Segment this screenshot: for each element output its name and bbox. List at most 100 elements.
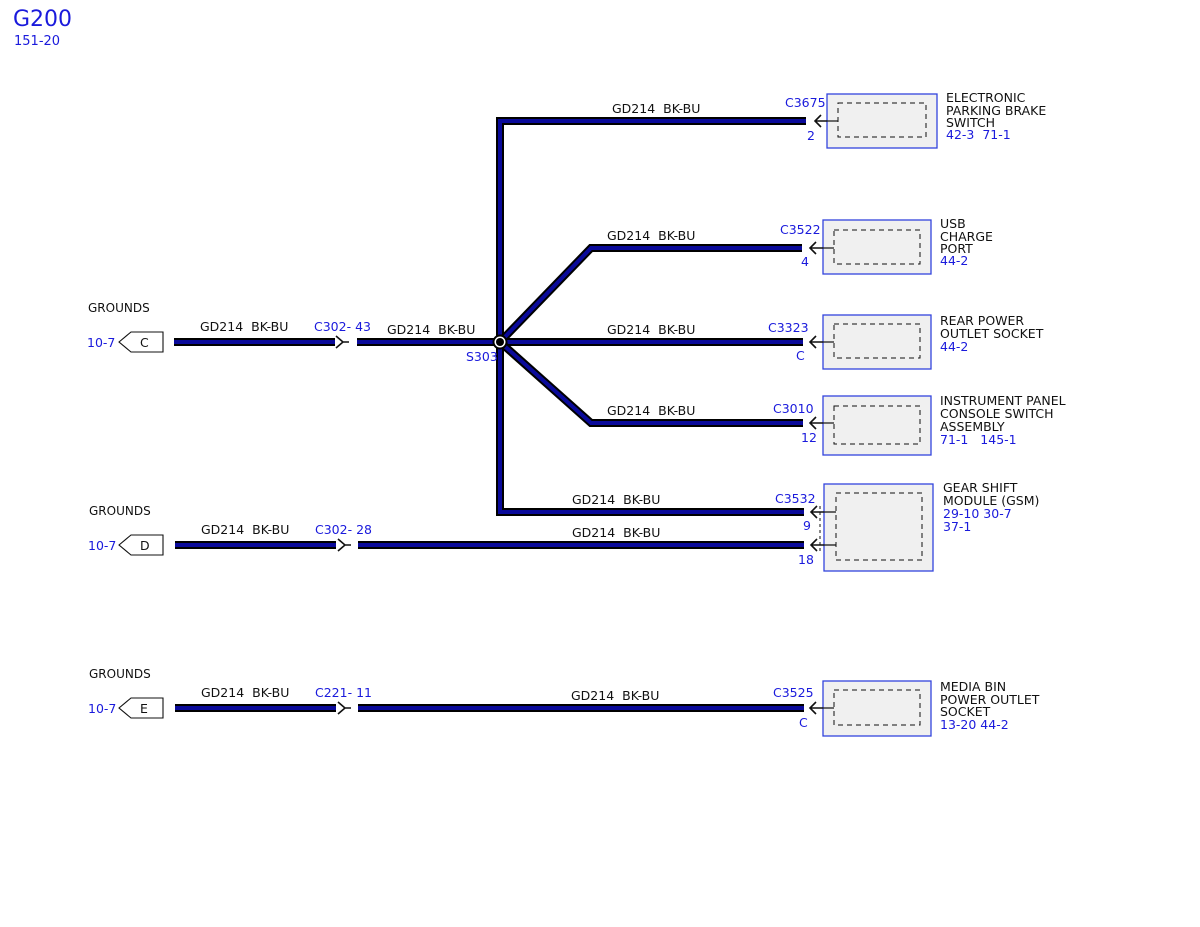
- pin-connector-icon: [808, 416, 823, 430]
- diagram-subtitle: 151-20: [14, 34, 60, 49]
- gsm-pin18-wire-label: GD214 BK-BU: [572, 525, 660, 540]
- gsm-name-line-1: GEAR SHIFT: [943, 480, 1018, 495]
- ipc-wire-label: GD214 BK-BU: [607, 403, 695, 418]
- ground-d-connector[interactable]: C302- 28: [315, 522, 372, 537]
- ipc-pin: 12: [801, 430, 817, 445]
- ground-c-label: GROUNDS: [88, 301, 150, 315]
- component-inner-outline: [833, 229, 921, 265]
- media-name-line-3: SOCKET: [940, 704, 991, 719]
- usb-name-line-1: USB: [940, 216, 966, 231]
- component-inner-outline: [833, 405, 921, 445]
- ground-e-letter: E: [140, 701, 148, 716]
- component-box[interactable]: [822, 680, 932, 737]
- rear-connector[interactable]: C3323: [768, 320, 809, 335]
- usb-wire-label: GD214 BK-BU: [607, 228, 695, 243]
- media-name-line-1: MEDIA BIN: [940, 679, 1006, 694]
- pin-stub: [824, 511, 836, 546]
- ipc-name-line-1: INSTRUMENT PANEL: [940, 393, 1066, 408]
- ground-e-flag: [118, 697, 164, 719]
- epb-name-line-1: ELECTRONIC: [946, 90, 1026, 105]
- component-gear-shift-module[interactable]: C3532 9 18 GEAR SHIFT MODULE (GSM) 29-10…: [775, 480, 1039, 572]
- pin-connector-icon: [813, 114, 827, 128]
- component-box[interactable]: [823, 483, 934, 572]
- inline-connector-icon: [337, 701, 351, 715]
- gsm-pin-18: 18: [798, 552, 814, 567]
- component-inner-outline: [833, 689, 921, 726]
- rear-wire-label: GD214 BK-BU: [607, 322, 695, 337]
- ground-d-letter: D: [140, 538, 150, 553]
- splice-name[interactable]: S303: [466, 349, 498, 364]
- splice-branches: S303 GD214 BK-BU GD214 BK-BU GD214 BK-BU…: [466, 101, 806, 516]
- splice-node-dot: [496, 338, 504, 346]
- ground-d-ref[interactable]: 10-7: [88, 538, 116, 553]
- epb-connector[interactable]: C3675: [785, 95, 826, 110]
- epb-name-line-2: PARKING BRAKE: [946, 103, 1046, 118]
- pin-connector-icon: [808, 335, 823, 349]
- gsm-name-line-2: MODULE (GSM): [943, 493, 1039, 508]
- component-ip-console-switch[interactable]: C3010 12 INSTRUMENT PANEL CONSOLE SWITCH…: [773, 393, 1066, 456]
- wire-segment: [498, 246, 802, 344]
- ground-d-label: GROUNDS: [89, 504, 151, 518]
- ground-e-ref[interactable]: 10-7: [88, 701, 116, 716]
- component-media-bin-outlet[interactable]: C3525 C MEDIA BIN POWER OUTLET SOCKET 13…: [773, 679, 1040, 737]
- gsm-refs-1[interactable]: 29-10 30-7: [943, 506, 1012, 521]
- splice-feed-wire-label: GD214 BK-BU: [387, 322, 475, 337]
- component-epb-switch[interactable]: C3675 2 ELECTRONIC PARKING BRAKE SWITCH …: [785, 90, 1046, 149]
- gsm-connector[interactable]: C3532: [775, 491, 816, 506]
- epb-pin: 2: [807, 128, 815, 143]
- ipc-name-line-3: ASSEMBLY: [940, 419, 1005, 434]
- ground-e-wire-label: GD214 BK-BU: [201, 685, 289, 700]
- usb-pin: 4: [801, 254, 809, 269]
- rear-name-line-1: REAR POWER: [940, 313, 1024, 328]
- gsm-refs-2[interactable]: 37-1: [943, 519, 971, 534]
- rear-name-line-2: OUTLET SOCKET: [940, 326, 1044, 341]
- wire-segment: [498, 342, 804, 514]
- ground-e-connector[interactable]: C221- 11: [315, 685, 372, 700]
- component-rear-power-outlet[interactable]: C3323 C REAR POWER OUTLET SOCKET 44-2: [768, 313, 1044, 370]
- component-inner-outline: [837, 102, 927, 138]
- component-box[interactable]: [822, 395, 932, 456]
- gsm-pin9-wire-label: GD214 BK-BU: [572, 492, 660, 507]
- ground-c-letter: C: [140, 335, 149, 350]
- pin-connector-icon: [809, 538, 824, 552]
- pin-connector-icon: [808, 241, 823, 255]
- ipc-refs[interactable]: 71-1 145-1: [940, 432, 1017, 447]
- ground-d-wire-label: GD214 BK-BU: [201, 522, 289, 537]
- ipc-connector[interactable]: C3010: [773, 401, 814, 416]
- gsm-pin-9: 9: [803, 518, 811, 533]
- component-inner-outline: [833, 323, 921, 359]
- component-box[interactable]: [826, 93, 938, 149]
- ground-c-connector[interactable]: C302- 43: [314, 319, 371, 334]
- epb-name-line-3: SWITCH: [946, 115, 995, 130]
- media-pin: C: [799, 715, 808, 730]
- diagram-title: G200: [13, 7, 72, 32]
- ground-c-circuit: GROUNDS 10-7 C GD214 BK-BU C302- 43 GD21…: [87, 301, 500, 353]
- component-box[interactable]: [822, 314, 932, 370]
- ground-c-flag: [118, 331, 164, 353]
- ground-d-circuit: GROUNDS 10-7 D GD214 BK-BU C302- 28 GD21…: [88, 504, 804, 556]
- ground-e-label: GROUNDS: [89, 667, 151, 681]
- ground-c-ref[interactable]: 10-7: [87, 335, 115, 350]
- usb-name-line-2: CHARGE: [940, 229, 993, 244]
- component-usb-charge-port[interactable]: C3522 4 USB CHARGE PORT 44-2: [780, 216, 993, 275]
- epb-refs[interactable]: 42-3 71-1: [946, 127, 1011, 142]
- component-box[interactable]: [822, 219, 932, 275]
- ground-c-wire-label: GD214 BK-BU: [200, 319, 288, 334]
- usb-name-line-3: PORT: [940, 241, 973, 256]
- ground-d-flag: [118, 534, 164, 556]
- pin-connector-icon: [809, 505, 824, 519]
- usb-refs[interactable]: 44-2: [940, 253, 968, 268]
- media-wire-label: GD214 BK-BU: [571, 688, 659, 703]
- ground-e-circuit: GROUNDS 10-7 E GD214 BK-BU C221- 11 GD21…: [88, 667, 804, 719]
- usb-connector[interactable]: C3522: [780, 222, 821, 237]
- media-name-line-2: POWER OUTLET: [940, 692, 1040, 707]
- wire-segment: [498, 119, 806, 342]
- ipc-name-line-2: CONSOLE SWITCH: [940, 406, 1054, 421]
- inline-connector-icon: [335, 335, 349, 349]
- rear-refs[interactable]: 44-2: [940, 339, 968, 354]
- media-refs[interactable]: 13-20 44-2: [940, 717, 1009, 732]
- media-connector[interactable]: C3525: [773, 685, 814, 700]
- wire-segment: [498, 340, 803, 425]
- component-inner-outline: [835, 492, 923, 561]
